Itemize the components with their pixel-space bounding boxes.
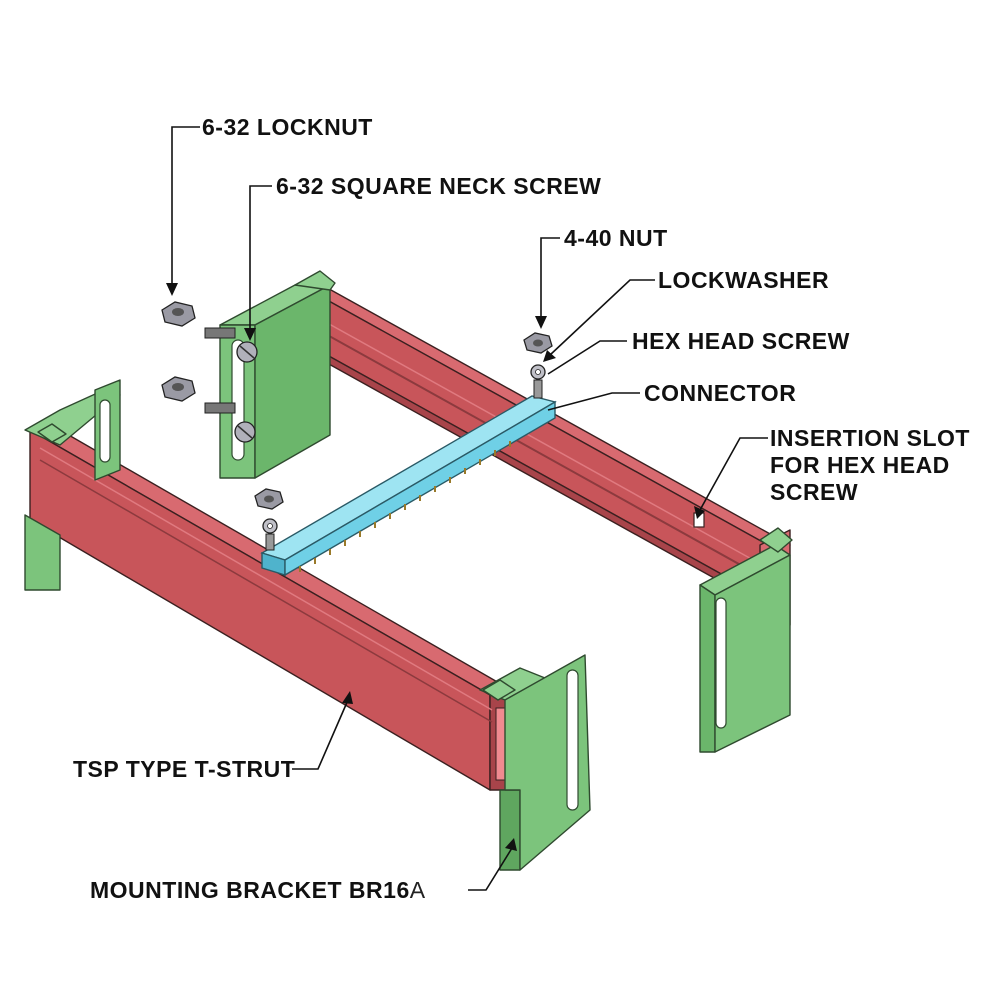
label-hex-head-screw: HEX HEAD SCREW: [632, 328, 850, 354]
arrowhead-440-nut: [535, 316, 547, 329]
arrowhead-locknut: [166, 283, 178, 296]
lockwasher-left: [262, 518, 278, 534]
label-mounting-bracket: MOUNTING BRACKET BR16A: [90, 877, 426, 903]
label-insertion-slot-line2: FOR HEX HEAD: [770, 452, 950, 478]
front-left-bracket: [24, 379, 121, 591]
leader-locknut: [171, 126, 200, 285]
leader-lines: [166, 126, 768, 891]
label-locknut: 6-32 LOCKNUT: [202, 114, 373, 140]
hex-head-screw-left: [265, 533, 275, 551]
arrowhead-mounting-bracket: [505, 838, 517, 851]
label-440-nut: 4-40 NUT: [564, 225, 668, 251]
leader-440-nut: [540, 237, 560, 318]
connector: [260, 395, 557, 577]
arrowhead-insertion-slot: [694, 506, 705, 519]
lockwasher-right: [530, 364, 546, 380]
back-left-bracket: [219, 270, 336, 479]
label-insertion-slot-line3: SCREW: [770, 479, 858, 505]
arrowhead-square-neck-screw: [244, 328, 256, 341]
label-insertion-slot-line1: INSERTION SLOT: [770, 425, 970, 451]
square-neck-screw-upper: [204, 327, 258, 363]
connector-contacts: [299, 441, 511, 572]
label-lockwasher: LOCKWASHER: [658, 267, 829, 293]
nut-440-left: [254, 488, 284, 510]
leader-connector: [547, 392, 640, 411]
front-right-mounting-bracket: [479, 654, 591, 871]
label-mounting-bracket-main: MOUNTING BRACKET BR16: [90, 877, 410, 903]
label-mounting-bracket-suffix: A: [410, 877, 426, 903]
label-connector: CONNECTOR: [644, 380, 796, 406]
leader-lockwasher: [549, 279, 655, 356]
front-t-strut: [29, 429, 521, 791]
label-t-strut: TSP TYPE T-STRUT: [73, 756, 295, 782]
callout-labels: 6-32 LOCKNUT 6-32 SQUARE NECK SCREW 4-40…: [73, 114, 970, 903]
arrowhead-lockwasher: [543, 350, 556, 362]
nut-440-right: [523, 332, 553, 354]
locknut-upper: [161, 301, 196, 327]
leader-square-neck-screw: [249, 185, 272, 330]
leader-mounting-bracket: [468, 847, 513, 891]
square-neck-screw-lower: [204, 402, 256, 443]
leader-hex-head-screw: [547, 340, 627, 375]
leader-t-strut: [292, 699, 349, 770]
back-right-bracket: [699, 527, 793, 753]
hex-head-screw-right: [533, 379, 543, 399]
locknut-lower: [161, 376, 196, 402]
arrowhead-t-strut: [342, 691, 353, 704]
label-square-neck-screw: 6-32 SQUARE NECK SCREW: [276, 173, 601, 199]
leader-insertion-slot: [699, 437, 768, 511]
